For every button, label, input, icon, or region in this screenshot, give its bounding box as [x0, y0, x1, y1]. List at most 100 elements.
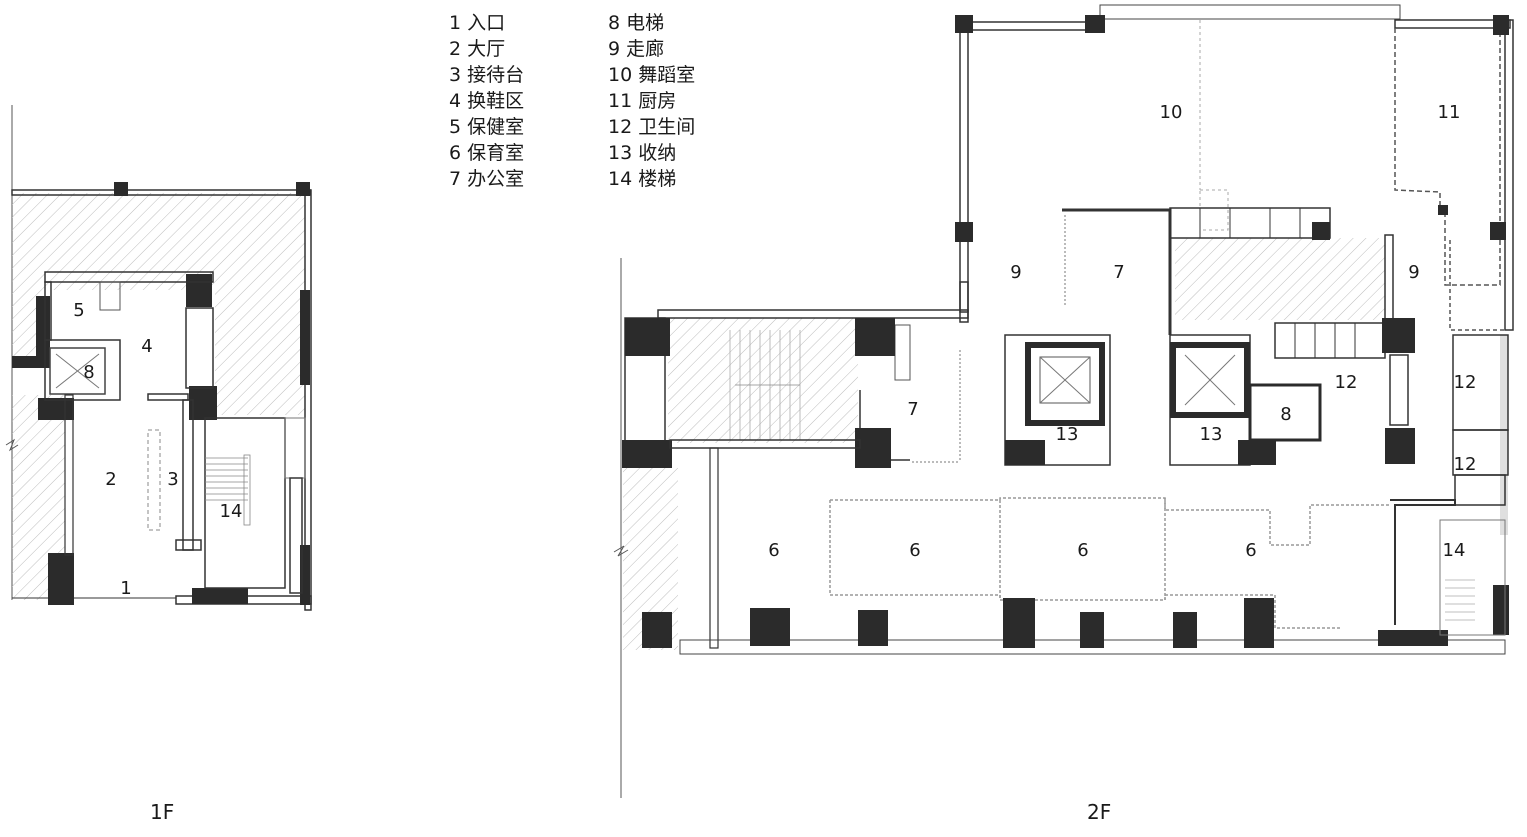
elevator-cross: [55, 353, 100, 389]
wall-north-1f: [11, 189, 311, 196]
wall-dashed: [1449, 240, 1505, 331]
floor-label-1f: 1F: [150, 800, 175, 824]
elevator-shaft-2f-small: [1248, 383, 1322, 442]
column: [186, 274, 212, 307]
column: [300, 290, 310, 385]
room-label: 12: [1335, 372, 1358, 393]
column: [1378, 630, 1448, 646]
stair-hatched-area-2f: [668, 318, 858, 443]
first-floor-plan: 1 2 3 4 5 8 14: [5, 105, 312, 611]
stair-treads-2f-east: [1445, 579, 1475, 621]
room-label: 6: [909, 540, 920, 561]
wall-interior: [147, 393, 189, 401]
column: [48, 553, 74, 605]
column: [642, 612, 672, 648]
room-label: 10: [1160, 102, 1183, 123]
room-label: 8: [83, 362, 94, 383]
room-label: 13: [1200, 424, 1223, 445]
storage-strip: [1169, 207, 1331, 239]
room-label: 14: [1443, 540, 1466, 561]
reception-desk-wall: [182, 399, 194, 551]
wall-east-2f: [1504, 19, 1514, 331]
column: [1080, 612, 1104, 648]
reception-desk: [147, 429, 161, 531]
column: [296, 182, 310, 196]
column: [955, 15, 973, 33]
legend-item: 9 走廊: [608, 38, 665, 60]
column: [750, 608, 790, 646]
column: [12, 356, 50, 368]
column: [1382, 318, 1415, 353]
wall-interior: [44, 339, 121, 401]
glazing-north: [1099, 4, 1401, 20]
room-label: 8: [1280, 404, 1291, 425]
column: [1490, 222, 1506, 240]
wall-shade: [1500, 335, 1508, 535]
cabinet: [894, 324, 911, 381]
wall-interior: [185, 307, 214, 389]
legend-item: 3 接待台: [449, 64, 525, 86]
toilet-dividers: [1294, 323, 1356, 358]
legend-item: 7 办公室: [449, 168, 525, 190]
room-label: 14: [220, 501, 243, 522]
wall-interior: [959, 281, 969, 323]
column: [955, 222, 973, 242]
kitchen-boundary: [1394, 28, 1501, 286]
stair-wall: [289, 477, 303, 594]
storage-dividers: [1199, 208, 1301, 238]
legend-item: 11 厨房: [608, 90, 677, 112]
elevator-cross: [1184, 354, 1236, 406]
column: [1238, 440, 1276, 465]
legend-item: 8 电梯: [608, 12, 665, 34]
wall-classroom-west: [709, 447, 719, 649]
room-label: 7: [907, 399, 918, 420]
room-label: 12: [1454, 454, 1477, 475]
room-label: 9: [1408, 262, 1419, 283]
column: [1003, 598, 1035, 648]
elevator-car: [1039, 356, 1091, 404]
classroom-boundary-north: [830, 497, 1390, 546]
column: [858, 610, 888, 646]
stair-enclosure-1f: [204, 417, 286, 589]
stair-treads-2f-west: [729, 330, 801, 440]
column: [114, 182, 128, 196]
stair-2f-east-wall: [1390, 499, 1456, 625]
room-label: 3: [167, 469, 178, 490]
column: [36, 296, 50, 360]
partition-end: [1199, 189, 1229, 231]
door-swing: [99, 281, 121, 311]
break-line: [5, 438, 19, 452]
hatched-area-center-2f: [1175, 238, 1385, 320]
room-label: 4: [141, 336, 152, 357]
legend-item: 1 入口: [449, 12, 506, 34]
glazing-west: [64, 394, 74, 556]
wall-interior: [1384, 234, 1394, 321]
room-label: 12: [1454, 372, 1477, 393]
column: [192, 588, 248, 604]
second-floor-plan: 10 11 9 7 9 7 12 12 8 13 13 12 6 6 6 6 1…: [613, 4, 1514, 798]
stair-2f-east: [1439, 519, 1506, 636]
hatched-area-left-1f: [12, 395, 65, 600]
legend-item: 12 卫生间: [608, 116, 696, 138]
room-label: 11: [1438, 102, 1461, 123]
legend-item: 13 收纳: [608, 142, 677, 164]
floor-label-2f: 2F: [1087, 800, 1112, 824]
stair-treads-1f: [205, 454, 251, 526]
legend-item: 10 舞蹈室: [608, 64, 696, 86]
wall-dance-north: [959, 21, 1101, 31]
column: [1312, 222, 1330, 240]
column: [38, 398, 74, 420]
column: [1493, 15, 1509, 35]
legend-item: 14 楼梯: [608, 168, 677, 190]
column: [1085, 15, 1105, 33]
legend-item: 5 保健室: [449, 116, 525, 138]
core-left: [1004, 334, 1111, 466]
room-label: 6: [1077, 540, 1088, 561]
wall-interior: [175, 539, 202, 551]
wall-interior: [44, 271, 214, 283]
elevator-shaft-2f-right: [1170, 342, 1250, 418]
legend-item: 6 保育室: [449, 142, 525, 164]
column: [625, 318, 670, 356]
room-label: 6: [1245, 540, 1256, 561]
wall-west-2f: [657, 309, 969, 319]
